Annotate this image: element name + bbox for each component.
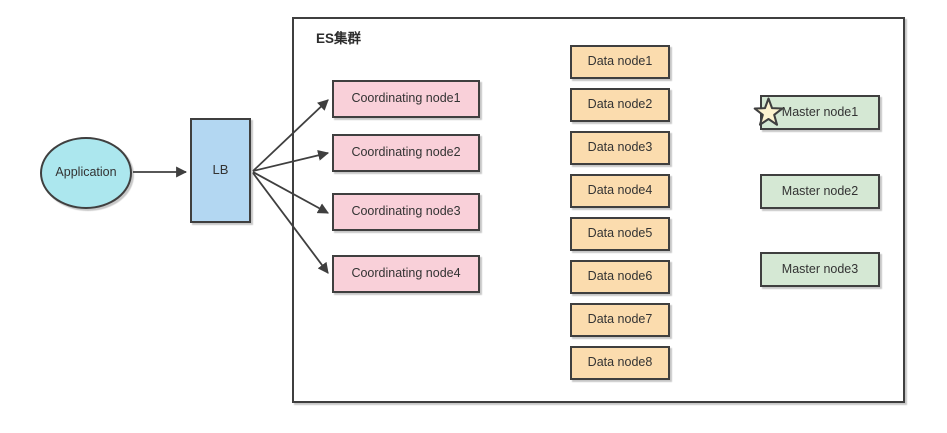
- data-node-8: Data node8: [570, 346, 670, 380]
- data-node-7: Data node7: [570, 303, 670, 337]
- master-node-1: Master node1: [753, 95, 880, 130]
- coordinating-node-4: Coordinating node4: [332, 255, 480, 293]
- es-cluster-label: ES集群: [316, 31, 362, 46]
- master-node-1-label: Master node1: [781, 104, 859, 119]
- master-node-3: Master node3: [760, 252, 880, 287]
- data-node-2: Data node2: [570, 88, 670, 122]
- application-node: Application: [40, 137, 132, 209]
- star-icon: [753, 97, 784, 128]
- lb-node: LB: [190, 118, 251, 223]
- data-node-1: Data node1: [570, 45, 670, 79]
- data-node-3: Data node3: [570, 131, 670, 165]
- coordinating-node-1: Coordinating node1: [332, 80, 480, 118]
- coordinating-node-3: Coordinating node3: [332, 193, 480, 231]
- data-node-4: Data node4: [570, 174, 670, 208]
- data-node-6: Data node6: [570, 260, 670, 294]
- data-node-5: Data node5: [570, 217, 670, 251]
- coordinating-node-2: Coordinating node2: [332, 134, 480, 172]
- master-node-2: Master node2: [760, 174, 880, 209]
